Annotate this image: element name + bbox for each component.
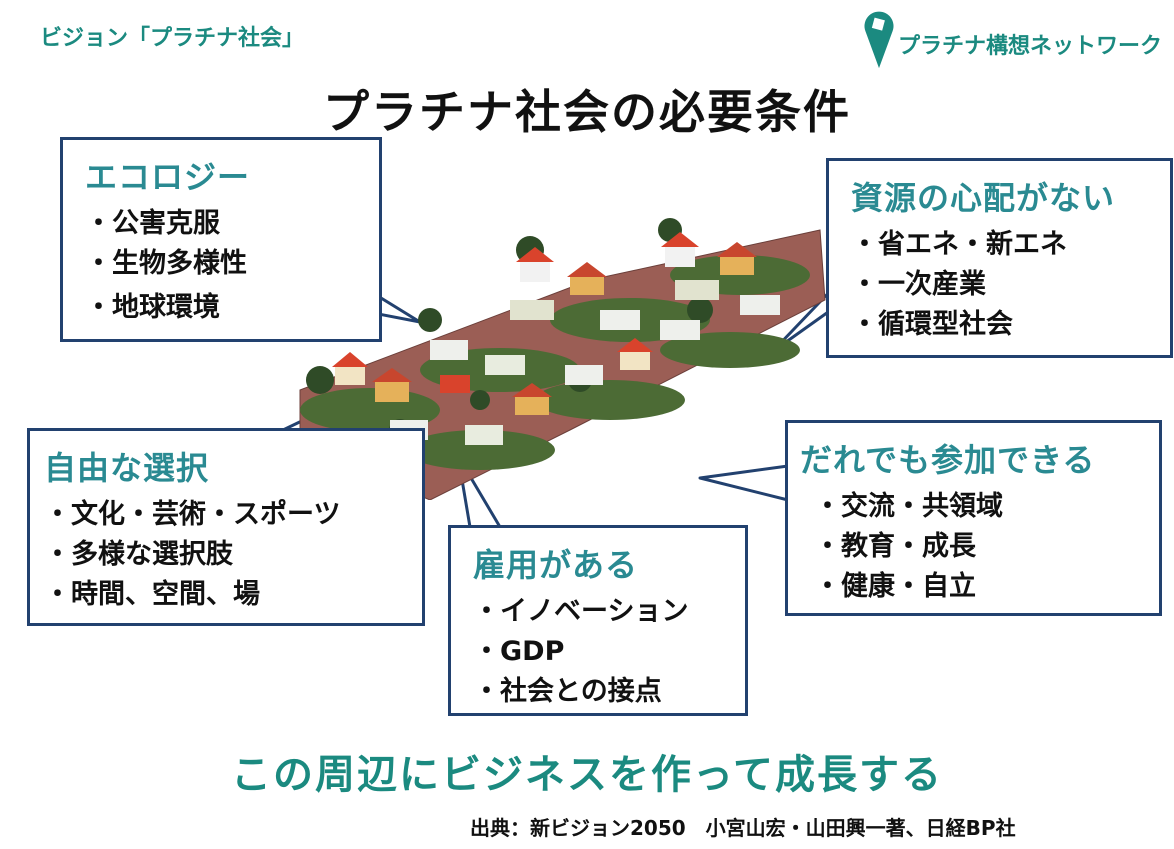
vision-label: ビジョン「プラチナ社会」 <box>40 26 305 51</box>
participation-list: 交流・共領域 教育・成長 健康・自立 <box>800 487 1137 607</box>
list-item: 交流・共領域 <box>814 487 1137 527</box>
ecology-box: エコロジー 公害克服 生物多様性 地球環境 <box>60 137 382 342</box>
list-item: 時間、空間、場 <box>44 575 400 615</box>
list-item: 地球環境 <box>85 288 357 328</box>
list-item: 文化・芸術・スポーツ <box>44 495 400 535</box>
list-item: 教育・成長 <box>814 527 1137 567</box>
resources-box: 資源の心配がない 省エネ・新エネ 一次産業 循環型社会 <box>826 158 1173 358</box>
employment-box: 雇用がある イノベーション GDP 社会との接点 <box>448 525 748 716</box>
ecology-list: 公害克服 生物多様性 地球環境 <box>85 204 357 328</box>
list-item: イノベーション <box>473 592 723 632</box>
participation-heading: だれでも参加できる <box>800 441 1096 479</box>
employment-heading: 雇用がある <box>473 546 639 584</box>
resources-heading: 資源の心配がない <box>851 179 1116 217</box>
list-item: 一次産業 <box>851 265 1148 305</box>
list-item: 公害克服 <box>85 204 357 244</box>
brand-logo-icon <box>864 11 894 69</box>
list-item: GDP <box>473 632 723 672</box>
list-item: 多様な選択肢 <box>44 535 400 575</box>
freedom-box: 自由な選択 文化・芸術・スポーツ 多様な選択肢 時間、空間、場 <box>27 428 425 626</box>
freedom-heading: 自由な選択 <box>44 449 210 487</box>
resources-list: 省エネ・新エネ 一次産業 循環型社会 <box>851 225 1148 345</box>
list-item: 生物多様性 <box>85 244 357 284</box>
list-item: 省エネ・新エネ <box>851 225 1148 265</box>
freedom-list: 文化・芸術・スポーツ 多様な選択肢 時間、空間、場 <box>44 495 400 615</box>
employment-list: イノベーション GDP 社会との接点 <box>473 592 723 712</box>
ecology-heading: エコロジー <box>85 158 251 196</box>
list-item: 社会との接点 <box>473 672 723 712</box>
list-item: 健康・自立 <box>814 567 1137 607</box>
town-illustration-icon <box>299 218 826 500</box>
participation-box: だれでも参加できる 交流・共領域 教育・成長 健康・自立 <box>785 420 1162 616</box>
footer-message: この周辺にビジネスを作って成長する <box>231 752 943 798</box>
list-item: 循環型社会 <box>851 305 1148 345</box>
page-title: プラチナ社会の必要条件 <box>323 85 851 139</box>
source-citation: 出典：新ビジョン2050 小宮山宏・山田興一著、日経BP社 <box>470 816 1016 840</box>
brand-name: プラチナ構想ネットワーク <box>898 34 1163 59</box>
